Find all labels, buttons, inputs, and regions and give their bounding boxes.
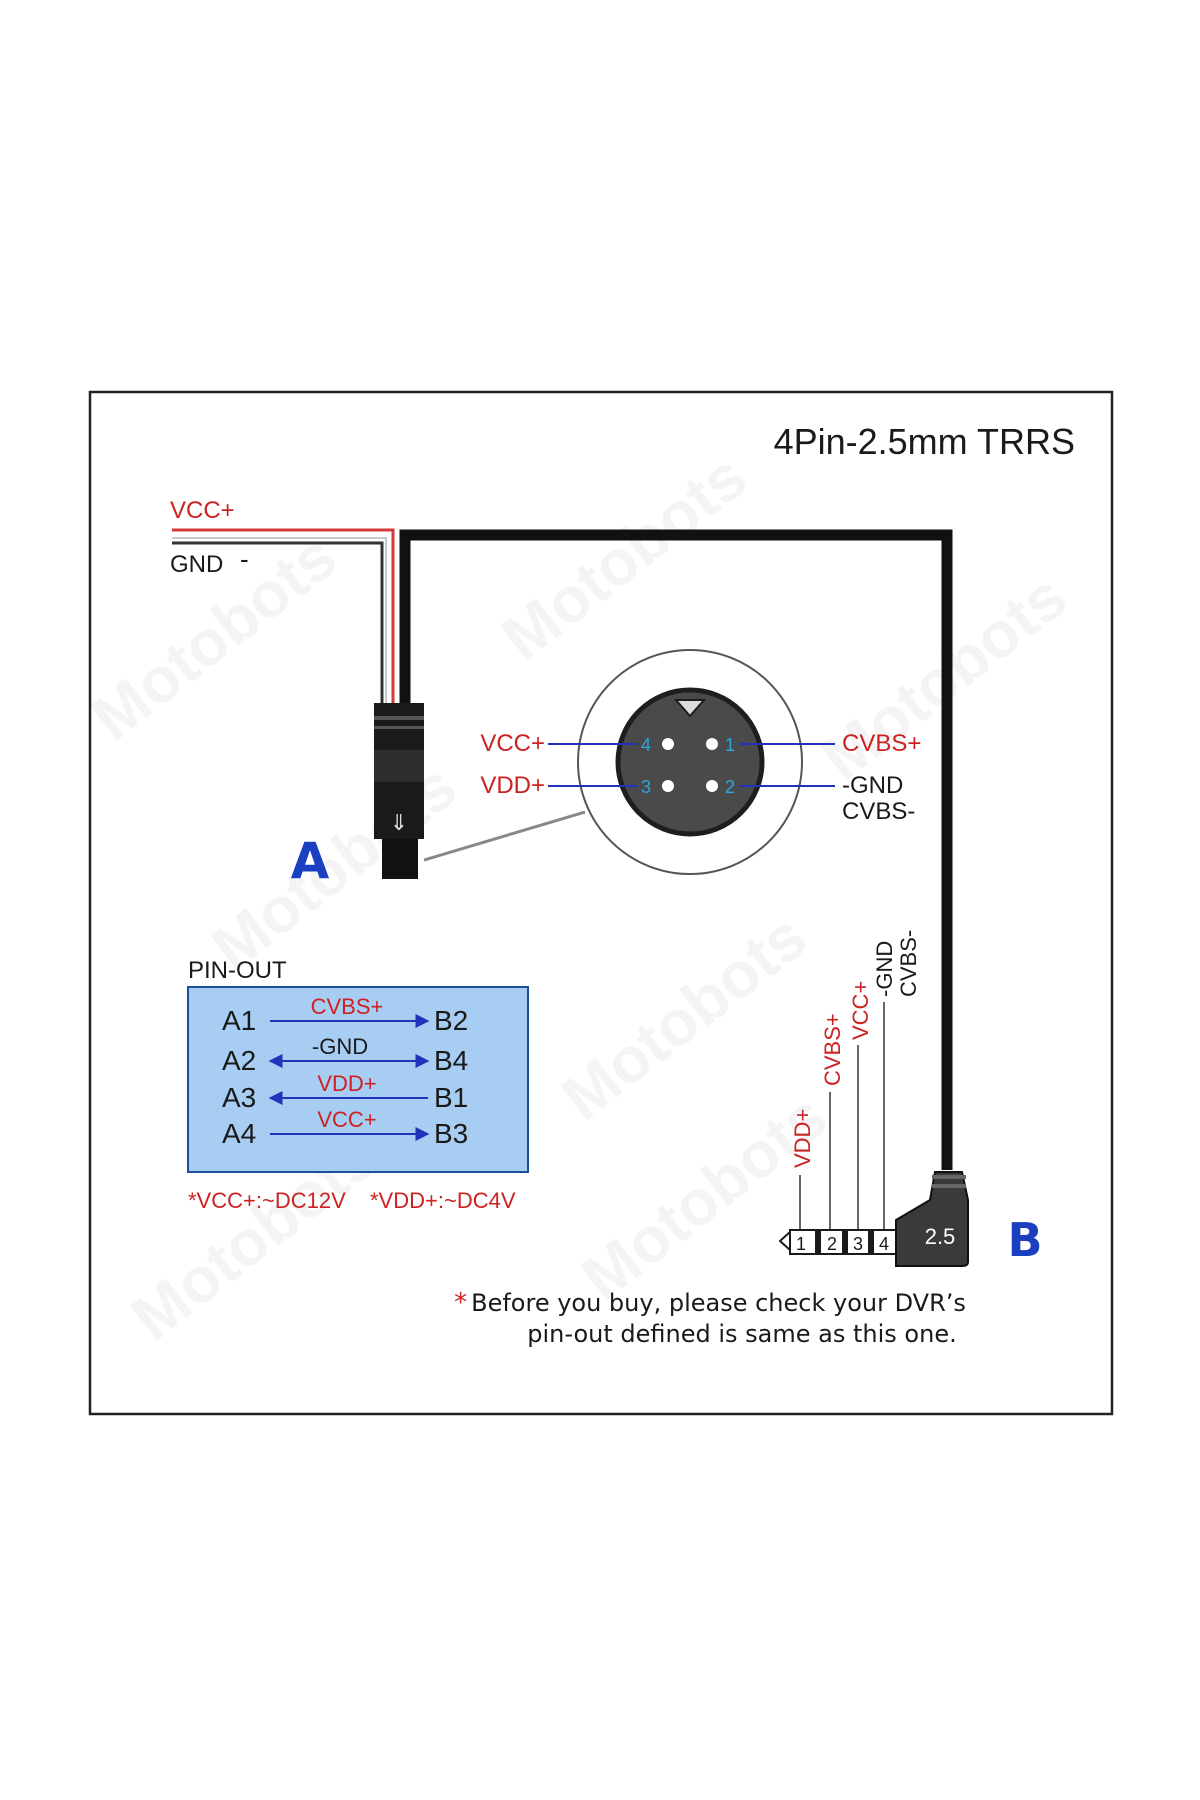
socket-pin-4 (662, 738, 674, 750)
wire-label-gnd-sign: - (240, 544, 249, 574)
trrs-label-vdd: VDD+ (790, 1109, 815, 1168)
trrs-label-cvbs-plus: CVBS+ (820, 1013, 845, 1086)
socket-pin-1 (706, 738, 718, 750)
trrs-label-vcc: VCC+ (848, 981, 873, 1040)
wire-label-gnd: GND (170, 551, 223, 578)
connector-a-label: A (291, 832, 330, 890)
connector-b-label: B (1007, 1213, 1042, 1267)
pinout-row-2: A2 -GND B4 (222, 1034, 468, 1076)
connector-a: ⇓ (374, 703, 424, 879)
pin-number-3: 3 (641, 777, 651, 797)
note-line-1: Before you buy, please check your DVR’s (471, 1289, 966, 1317)
socket-label-cvbs-plus: CVBS+ (842, 730, 921, 757)
footnote-vcc: *VCC+:~DC12V (188, 1188, 346, 1213)
pinout-row-1: A1 CVBS+ B2 (222, 994, 468, 1036)
pinout-row-4: A4 VCC+ B3 (222, 1107, 468, 1149)
pin-number-4: 4 (641, 735, 651, 755)
pinout-to: B3 (434, 1118, 468, 1149)
pinout-from: A2 (222, 1045, 256, 1076)
pin-number-1: 1 (725, 735, 735, 755)
buyer-note: *Before you buy, please check your DVR’s… (450, 1288, 970, 1350)
pin-number-2: 2 (725, 777, 735, 797)
pinout-signal: CVBS+ (311, 994, 384, 1019)
pinout-table (187, 986, 529, 1173)
diagram-title: 4Pin-2.5mm TRRS (774, 421, 1075, 462)
socket-label-cvbs-minus: CVBS- (842, 798, 915, 825)
note-line-2: pin-out defined is same as this one. (527, 1320, 957, 1348)
trrs-ring-2: 2 (827, 1234, 837, 1254)
socket-label-vcc: VCC+ (480, 730, 545, 757)
trrs-ring-3: 3 (853, 1234, 863, 1254)
pinout-to: B1 (434, 1082, 468, 1113)
socket-signal-lines (548, 743, 835, 787)
socket-label-vdd: VDD+ (480, 772, 545, 799)
pinout-from: A1 (222, 1005, 256, 1036)
trrs-label-gnd: -GND (872, 941, 897, 997)
plug-size-label: 2.5 (925, 1224, 956, 1249)
input-wires: VCC+ GND - (170, 497, 395, 705)
socket-pin-3 (662, 780, 674, 792)
connector-a-arrow: ⇓ (390, 811, 408, 836)
pinout-row-3: A3 VDD+ B1 (222, 1071, 468, 1113)
pinout-signal: -GND (312, 1034, 368, 1059)
pinout-from: A3 (222, 1082, 256, 1113)
trrs-ring-4: 4 (879, 1234, 889, 1254)
socket-label-gnd: -GND (842, 772, 903, 799)
pinout-to: B2 (434, 1005, 468, 1036)
cable (399, 529, 953, 1170)
pinout-heading: PIN-OUT (188, 957, 287, 984)
diagram-frame (88, 390, 1114, 1416)
footnote-vdd: *VDD+:~DC4V (370, 1188, 516, 1213)
wire-label-vcc: VCC+ (170, 497, 235, 524)
pinout-to: B4 (434, 1045, 468, 1076)
pinout-signal: VCC+ (317, 1107, 376, 1132)
socket-face: 4 1 3 2 (577, 649, 803, 875)
socket-pin-2 (706, 780, 718, 792)
pinout-signal: VDD+ (317, 1071, 376, 1096)
socket-leader-line (423, 810, 586, 862)
trrs-plug: 1 2 3 4 2.5 (778, 1002, 969, 1267)
trrs-ring-1: 1 (796, 1234, 806, 1254)
pinout-from: A4 (222, 1118, 256, 1149)
note-star: * (454, 1288, 468, 1318)
trrs-label-cvbs-minus: CVBS- (896, 930, 921, 997)
